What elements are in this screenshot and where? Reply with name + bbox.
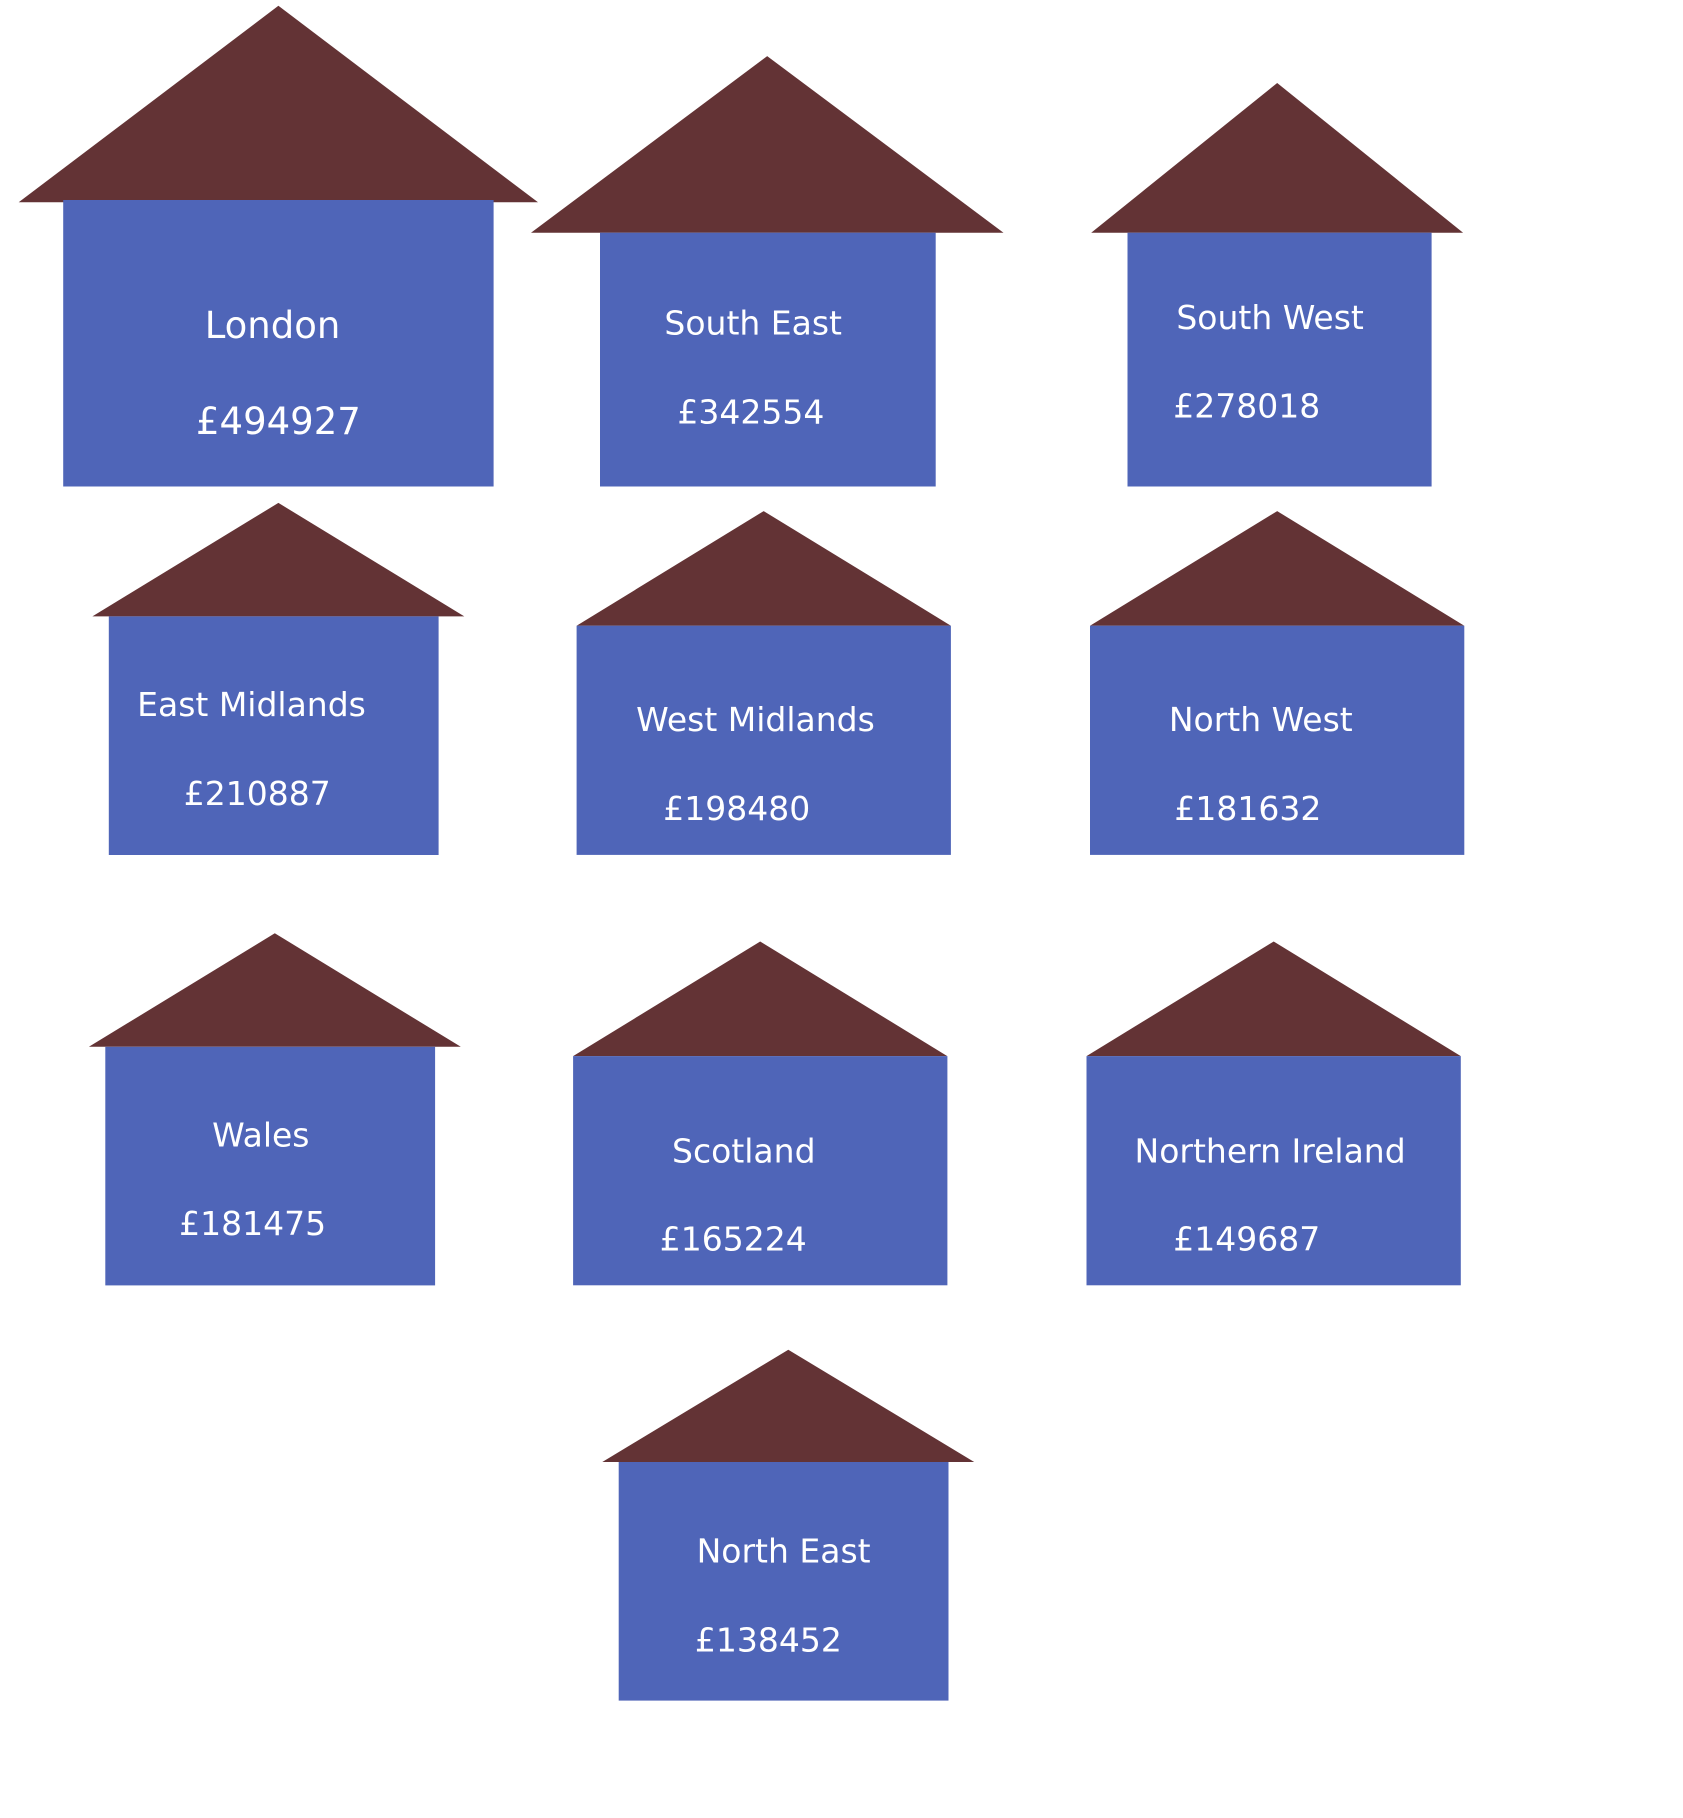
house-west-midlands: West Midlands £198480 <box>576 511 951 855</box>
price-label-west-midlands: £198480 <box>663 789 810 828</box>
price-label-north-east: £138452 <box>695 1621 842 1660</box>
price-label-london: £494927 <box>196 400 361 443</box>
house-north-west: North West £181632 <box>1090 511 1465 855</box>
house-north-east: North East £138452 <box>602 1349 975 1701</box>
house-body-south-east <box>600 232 936 487</box>
roof-south-east <box>531 56 1004 233</box>
house-east-midlands: East Midlands £210887 <box>92 502 465 855</box>
roof-east-midlands <box>92 502 465 617</box>
price-label-south-east: £342554 <box>677 393 824 432</box>
region-label-south-west: South West <box>1176 298 1364 337</box>
house-wales: Wales £181475 <box>88 933 461 1286</box>
house-body-northern-ireland <box>1086 1056 1461 1286</box>
region-label-north-west: North West <box>1169 700 1353 739</box>
house-body-london <box>63 200 494 487</box>
house-london: London £494927 <box>18 5 538 487</box>
house-body-scotland <box>573 1056 948 1286</box>
house-body-west-midlands <box>576 625 951 855</box>
price-label-south-west: £278018 <box>1173 387 1320 426</box>
house-body-east-midlands <box>108 616 439 855</box>
roof-west-midlands <box>576 511 951 626</box>
roof-north-west <box>1090 511 1465 626</box>
house-body-north-west <box>1090 625 1465 855</box>
house-south-west: South West £278018 <box>1091 83 1464 487</box>
roof-scotland <box>573 941 948 1057</box>
roof-london <box>18 5 538 203</box>
region-label-scotland: Scotland <box>672 1132 815 1171</box>
roof-wales <box>88 933 461 1047</box>
region-label-london: London <box>205 304 341 347</box>
region-label-east-midlands: East Midlands <box>137 685 366 724</box>
region-label-northern-ireland: Northern Ireland <box>1135 1132 1406 1171</box>
house-body-north-east <box>618 1462 949 1701</box>
roof-south-west <box>1091 83 1464 233</box>
roof-northern-ireland <box>1086 941 1461 1057</box>
region-label-south-east: South East <box>664 304 842 343</box>
price-label-north-west: £181632 <box>1174 789 1321 828</box>
house-body-wales <box>105 1046 436 1286</box>
price-label-east-midlands: £210887 <box>184 774 331 813</box>
house-northern-ireland: Northern Ireland £149687 <box>1086 941 1461 1286</box>
region-label-north-east: North East <box>697 1532 871 1571</box>
region-label-west-midlands: West Midlands <box>636 700 875 739</box>
price-label-scotland: £165224 <box>660 1219 807 1258</box>
region-label-wales: Wales <box>212 1115 309 1154</box>
house-body-south-west <box>1127 232 1432 487</box>
price-label-northern-ireland: £149687 <box>1173 1219 1320 1258</box>
house-south-east: South East £342554 <box>531 56 1004 487</box>
house-scotland: Scotland £165224 <box>573 941 948 1286</box>
price-label-wales: £181475 <box>179 1204 326 1243</box>
roof-north-east <box>602 1349 975 1462</box>
